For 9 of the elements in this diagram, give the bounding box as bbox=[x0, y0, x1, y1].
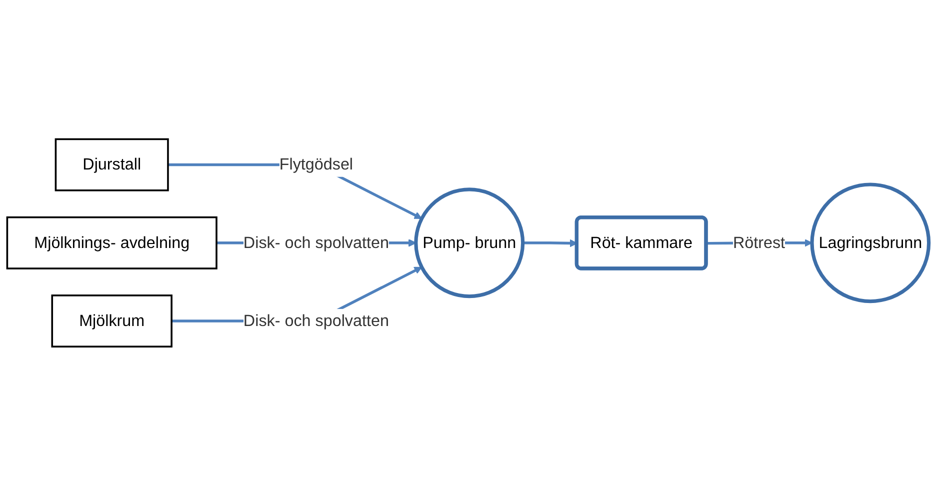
edge-label: Disk- och spolvatten bbox=[243, 233, 389, 252]
node-box: Djurstall bbox=[54, 138, 169, 191]
edge-label: Disk- och spolvatten bbox=[243, 311, 389, 330]
node-circle: Lagringsbrunn bbox=[810, 182, 931, 303]
node-circle: Pump- brunn bbox=[414, 187, 525, 298]
node-box: Mjölkrum bbox=[51, 294, 172, 348]
edge-label: Flytgödsel bbox=[279, 154, 354, 173]
node-box: Mjölknings- avdelning bbox=[6, 216, 218, 269]
edge-label: Rötrest bbox=[732, 233, 786, 252]
